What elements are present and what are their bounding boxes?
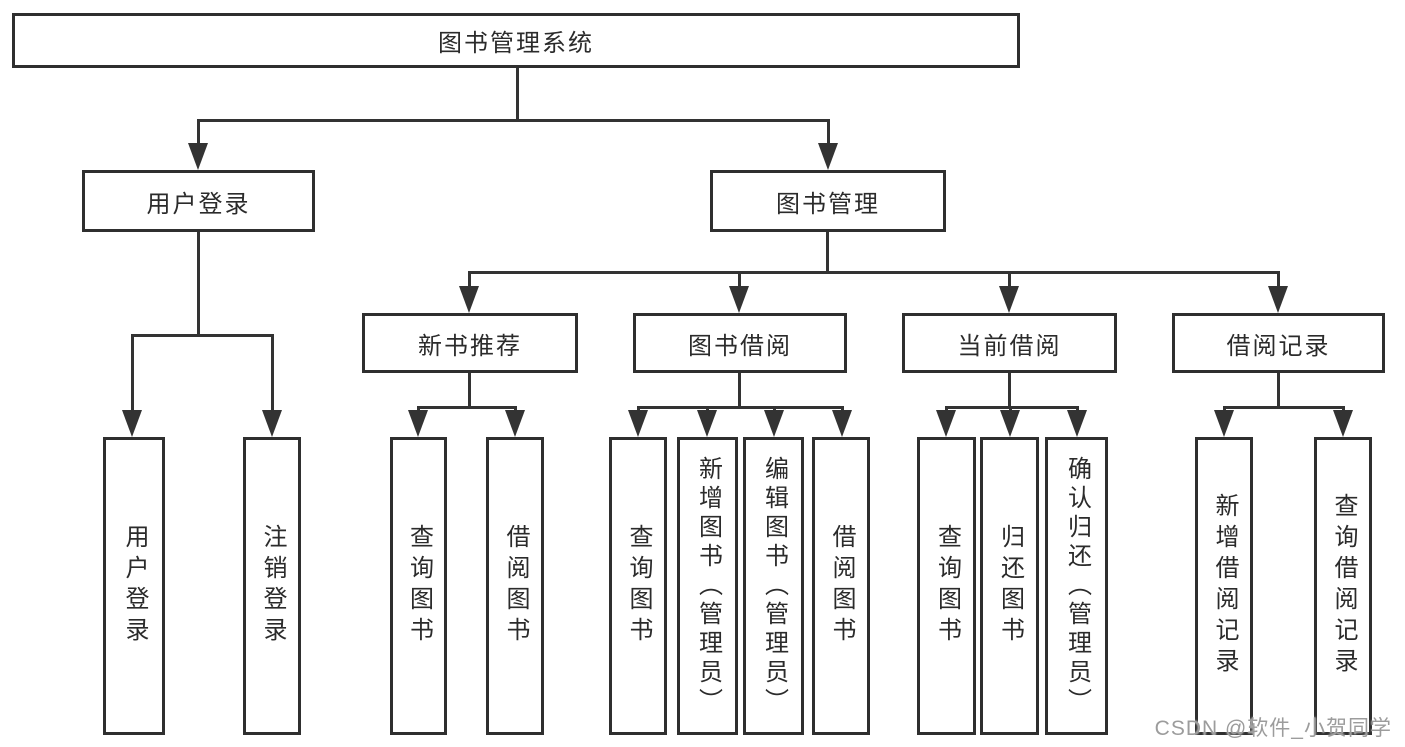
connector-drop [1008,271,1011,288]
node-book-borrow: 图书借阅 [633,313,847,373]
arrowhead [1268,286,1288,313]
leaf-borrow-edit-label: 编辑图书（管理员） [760,455,788,717]
arrowhead [764,410,784,437]
connector-new-book-bar [417,406,516,409]
connector-borrow-records-bar [1223,406,1344,409]
connector-book-mgmt-stub [826,232,829,273]
leaf-borrow-edit: 编辑图书（管理员） [743,437,804,735]
connector-current-borrow-bar [945,406,1079,409]
connector-drop [131,334,134,412]
connector-root-stub [516,68,519,119]
arrowhead [1333,410,1353,437]
arrowhead [505,410,525,437]
node-root-label: 图书管理系统 [438,30,594,57]
leaf-borrow-add: 新增图书（管理员） [677,437,738,735]
arrowhead [1067,410,1087,437]
leaf-current-confirm-label: 确认归还（管理员） [1063,455,1091,717]
arrowhead [1214,410,1234,437]
arrowhead [188,143,208,170]
leaf-records-add: 新增借阅记录 [1195,437,1253,735]
leaf-newbook-query-label: 查询图书 [405,524,433,648]
node-book-mgmt-label: 图书管理 [776,190,880,218]
leaf-borrow-query: 查询图书 [609,437,667,735]
leaf-current-query: 查询图书 [917,437,976,735]
connector-borrow-records-stub [1277,373,1280,408]
connector-root-bar [197,119,830,122]
node-borrow-records-label: 借阅记录 [1226,332,1331,360]
node-current-borrow-label: 当前借阅 [957,332,1062,360]
arrowhead [936,410,956,437]
node-user-login: 用户登录 [82,170,315,232]
leaf-current-query-label: 查询图书 [933,524,961,648]
arrowhead [262,410,282,437]
leaf-current-return: 归还图书 [980,437,1039,735]
node-borrow-records: 借阅记录 [1172,313,1385,373]
leaf-records-query: 查询借阅记录 [1314,437,1372,735]
watermark: CSDN @软件_小贺同学 [1154,717,1392,740]
connector-current-borrow-stub [1008,373,1011,408]
leaf-borrow-query-label: 查询图书 [625,524,652,648]
connector-drop [827,119,830,145]
arrowhead [832,410,852,437]
node-new-book-label: 新书推荐 [418,332,522,360]
leaf-records-query-label: 查询借阅记录 [1330,493,1357,679]
leaf-newbook-borrow: 借阅图书 [486,437,544,735]
connector-drop [738,271,741,288]
leaf-borrow-add-label: 新增图书（管理员） [694,455,722,717]
arrowhead [818,143,838,170]
leaf-borrow-borrow-label: 借阅图书 [828,524,855,648]
leaf-current-confirm: 确认归还（管理员） [1045,437,1108,735]
connector-new-book-stub [468,373,471,408]
node-book-borrow-label: 图书借阅 [688,332,792,360]
leaf-records-add-label: 新增借阅记录 [1211,493,1238,679]
node-new-book: 新书推荐 [362,313,578,373]
arrowhead [459,286,479,313]
arrowhead [122,410,142,437]
leaf-logout: 注销登录 [243,437,301,735]
node-root: 图书管理系统 [12,13,1020,68]
connector-drop [468,271,471,288]
connector-book-mgmt-bar [468,271,1280,274]
leaf-borrow-borrow: 借阅图书 [812,437,870,735]
leaf-logout-label: 注销登录 [259,524,286,648]
arrowhead [1000,410,1020,437]
connector-user-login-bar [131,334,273,337]
connector-book-borrow-stub [738,373,741,408]
arrowhead [408,410,428,437]
arrowhead [628,410,648,437]
leaf-user-login: 用户登录 [103,437,165,735]
arrowhead [729,286,749,313]
node-book-mgmt: 图书管理 [710,170,946,232]
arrowhead [999,286,1019,313]
leaf-newbook-borrow-label: 借阅图书 [502,524,529,648]
connector-drop [1277,271,1280,288]
connector-drop [197,119,200,145]
node-current-borrow: 当前借阅 [902,313,1117,373]
node-user-login-label: 用户登录 [146,190,251,218]
connector-drop [271,334,274,412]
leaf-current-return-label: 归还图书 [996,524,1024,648]
arrowhead [697,410,717,437]
connector-user-login-stub [197,232,200,336]
leaf-newbook-query: 查询图书 [390,437,447,735]
connector-book-borrow-bar [637,406,844,409]
leaf-user-login-label: 用户登录 [121,524,148,648]
